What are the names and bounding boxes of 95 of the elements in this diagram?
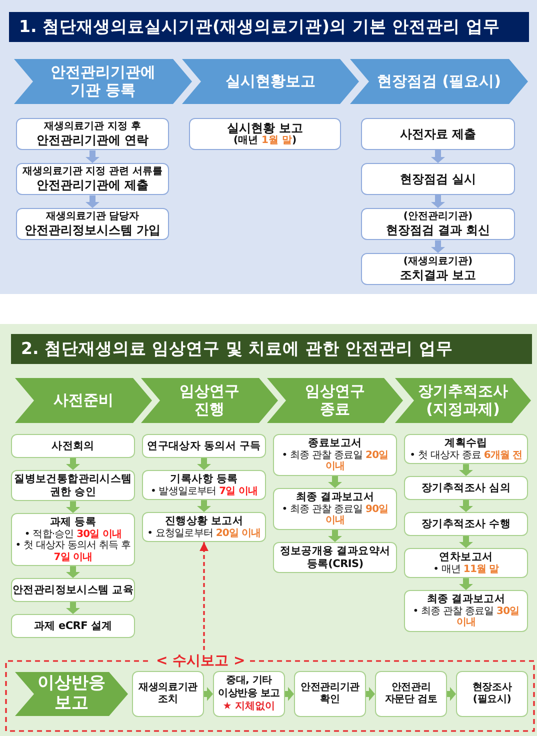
stage-banner [15,672,128,716]
deadline-note: • 적합·승인 30일 이내 [24,528,122,540]
step-title: 사전자료 제출 [400,126,476,142]
step-box [11,434,135,458]
step-title: 현장조사 (필요시) [471,682,513,706]
step-title: 사전회의 [52,440,94,452]
step-title: 현장점검 실시 [400,172,476,186]
step-box [11,614,135,638]
step-subtitle: (매년 1월 말) [233,135,297,148]
step-box [361,208,515,240]
stage-banner [14,59,192,104]
step-box [294,671,366,717]
stage-label: 임상연구 종료 [304,383,366,418]
dashed-arrow [200,542,208,650]
step-box [189,118,341,150]
stage-banner [15,378,152,423]
step-box [404,548,528,578]
step-box [404,590,528,632]
step-box [213,671,285,717]
step-title: 안전관리정보시스템 가입 [24,223,161,238]
step-title: 진행상황 보고서 [164,515,244,528]
step-box [132,671,204,717]
region-heading: < 수시보고 > [156,652,246,671]
stage-label: 이상반응 보고 [36,674,106,714]
step-title: 연차보고서 [439,551,493,564]
step-box [456,671,528,717]
step-title: 중대, 기타 이상반응 보고 [216,675,282,700]
deadline-note: • 발생일로부터 7일 이내 [150,486,258,498]
step-subtitle: 재생의료기관 지정 후 [44,121,141,133]
step-title: 장기추적조사 수행 [422,518,510,530]
step-box [11,513,135,566]
step-box [142,512,266,542]
step-box [404,434,528,464]
step-title: 안전관리정보시스템 교육 [12,584,134,596]
stage-banner [350,59,528,104]
stage-label: 사전준비 [54,392,114,410]
stage-label: 안전관리기관에 기관 등록 [50,64,156,99]
stage-banner [182,59,359,104]
step-title: 종료보고서 [308,437,362,450]
step-title: 최종 결과보고서 [426,593,506,606]
step-title: 안전관리 자문단 검토 [384,682,438,706]
step-title: 질병보건통합관리시스템 권한 승인 [13,473,133,498]
section-title: 1. 첨단재생의료실시기관(재생의료기관)의 기본 안전관리 업무 [19,17,500,37]
step-title: 현장점검 결과 회신 [386,223,490,238]
deadline-note: • 최종 관찰 종료일 30일 이내 [412,606,520,629]
step-title: 과제 등록 [50,516,96,529]
step-title: 재생의료기관 조치 [138,682,198,706]
step-title: 정보공개용 결과요약서 등록(CRIS) [278,545,392,570]
step-title: 장기추적조사 심의 [422,482,510,494]
step-box [361,253,515,286]
step-title: 과제 eCRF 설계 [34,620,112,632]
step-box [16,163,169,196]
step-subtitle: (안전관리기관) [403,211,473,223]
step-box [404,512,528,536]
step-title: 안전관리기관에 연락 [36,133,149,148]
deadline-note: • 매년 11월 말 [433,564,499,576]
step-title: 계획수립 [444,437,488,450]
deadline-note: • 첫 대상자 종료 6개월 전 [410,450,522,462]
step-box [142,470,266,500]
step-title: 조치결과 보고 [400,268,476,282]
deadline-note: • 요청일로부터 20일 이내 [147,528,261,540]
step-box [361,118,515,150]
section-header-bar [11,334,532,364]
step-box [273,434,397,476]
step-box [142,434,266,458]
alert-note: ★ 지체없이 [222,700,276,713]
step-box [16,118,169,150]
step-title: 기록사항 등록 [170,473,238,486]
step-box [273,488,397,530]
deadline-note: • 최종 관찰 종료일 90일 이내 [280,504,390,527]
step-box [273,542,397,574]
step-subtitle: 재생의료기관 지정 관련 서류를 [22,166,163,178]
stage-banner [141,378,278,423]
step-box [11,578,135,602]
stage-label: 임상연구 진행 [178,383,240,418]
stage-banner [395,378,531,423]
step-box [404,476,528,500]
step-title: 안전관리기관에 제출 [36,178,149,192]
section-header-bar [9,12,529,42]
stage-label: 실시현황보고 [226,72,316,90]
stage-label: 장기추적조사 (지정과제) [417,383,509,418]
step-title: 실시현황 보고 [226,121,304,135]
stage-label: 현장점검 (필요시) [377,72,501,90]
step-box [375,671,447,717]
stage-banner [267,378,403,423]
section-title: 2. 첨단재생의료 임상연구 및 치료에 관한 안전관리 업무 [21,339,453,359]
step-title: 연구대상자 동의서 구득 [147,440,261,452]
deadline-note: • 첫 대상자 동의서 취득 후 7일 이내 [14,540,132,564]
step-subtitle: 재생의료기관 담당자 [46,211,140,223]
step-subtitle: (재생의료기관) [403,256,473,268]
step-box [16,208,169,240]
step-box [361,163,515,195]
deadline-note: • 최종 관찰 종료일 20일 이내 [280,450,390,473]
step-title: 최종 결과보고서 [296,491,374,504]
step-title: 안전관리기관 확인 [300,682,360,706]
